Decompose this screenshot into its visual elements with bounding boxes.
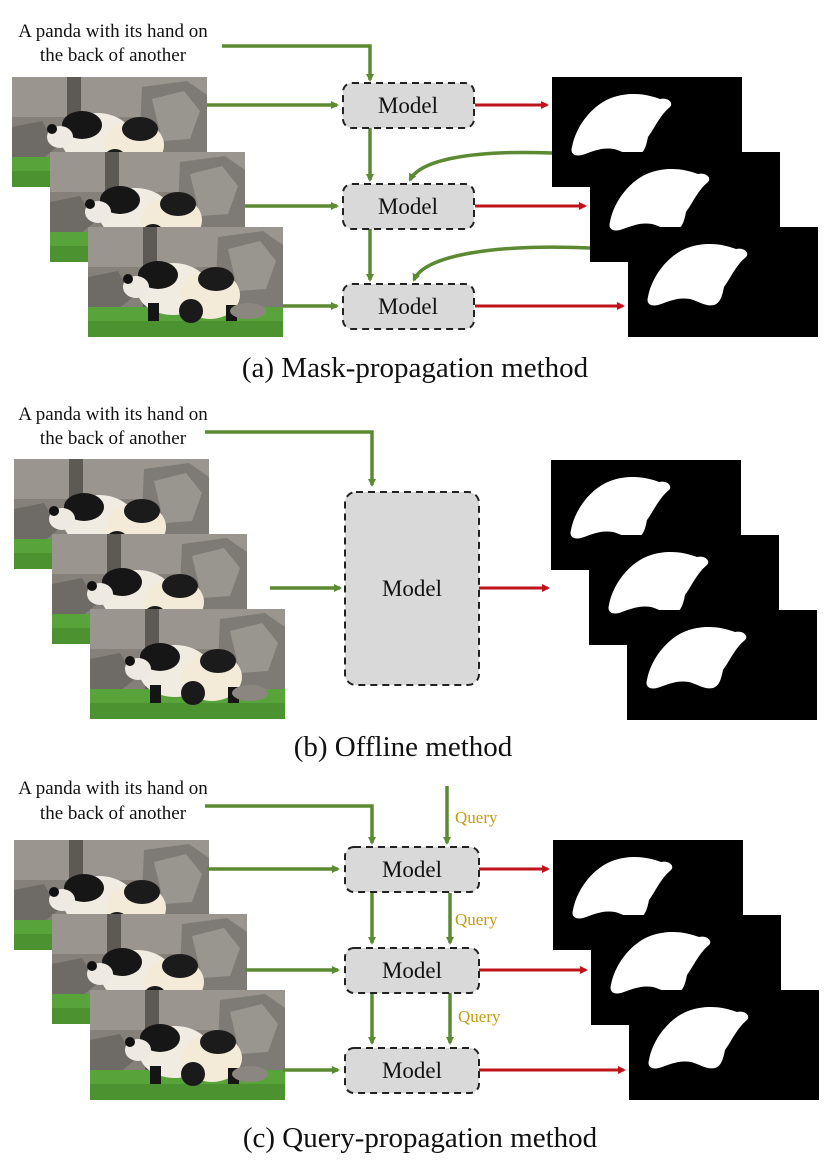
model-label: Model	[382, 1058, 442, 1083]
mask-3	[629, 990, 819, 1100]
model-box-2	[344, 947, 480, 994]
query-label: Query	[458, 1007, 501, 1026]
prompt-line-2: the back of another	[40, 803, 187, 824]
prompt-line-1: A panda with its hand on	[18, 778, 208, 799]
text-arrow	[205, 430, 376, 487]
mask-feedback-arrow-1	[408, 150, 553, 182]
text-arrow	[222, 44, 374, 82]
model-box-3	[344, 1047, 480, 1094]
caption: (c) Query-propagation method	[243, 1122, 598, 1154]
model-box-1	[342, 82, 475, 129]
caption: (b) Offline method	[294, 731, 513, 763]
prompt-line-2: the back of another	[40, 45, 187, 66]
model-label: Model	[382, 857, 442, 882]
model-box-3	[342, 283, 475, 330]
mask-3	[627, 610, 817, 720]
video-frame-3	[90, 609, 285, 719]
model-box	[344, 491, 480, 686]
model-box-2	[342, 183, 475, 230]
video-frame-3	[88, 227, 283, 337]
mask-feedback-arrow-2	[412, 245, 591, 282]
video-frame-3	[90, 990, 285, 1100]
text-arrow	[205, 804, 376, 845]
model-label: Model	[382, 576, 442, 601]
model-label: Model	[378, 294, 438, 319]
query-label: Query	[455, 808, 498, 827]
model-label: Model	[378, 194, 438, 219]
section-c: A panda with its hand on the back of ano…	[14, 778, 819, 1154]
prompt-line-1: A panda with its hand on	[18, 404, 208, 425]
prompt-line-2: the back of another	[40, 428, 187, 449]
model-box-1	[344, 846, 480, 893]
caption: (a) Mask-propagation method	[242, 352, 589, 384]
section-b: A panda with its hand on the back of ano…	[14, 404, 817, 763]
prompt-line-1: A panda with its hand on	[18, 21, 208, 42]
section-a: A panda with its hand on the back of ano…	[12, 21, 818, 384]
model-label: Model	[378, 93, 438, 118]
model-label: Model	[382, 958, 442, 983]
mask-3	[628, 227, 818, 337]
query-label: Query	[455, 910, 498, 929]
